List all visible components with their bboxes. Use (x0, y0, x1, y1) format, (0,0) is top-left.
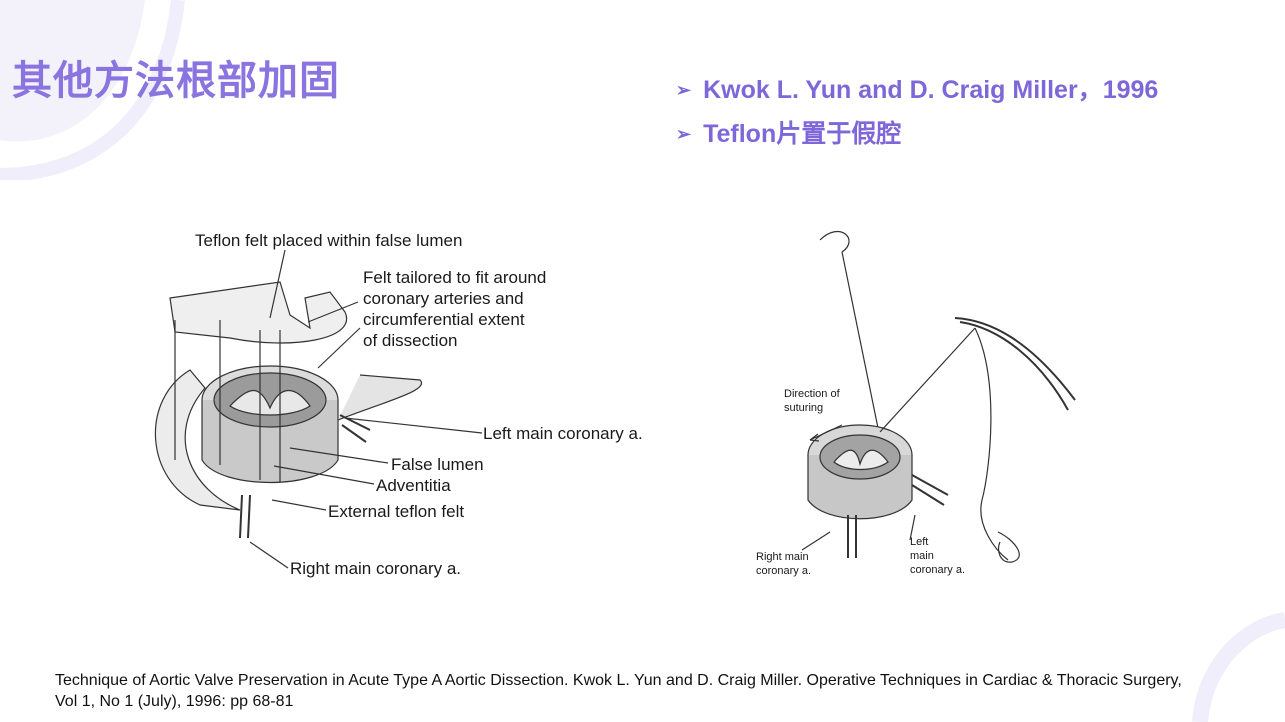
label-felt-tailored-line: Felt tailored to fit around (363, 268, 547, 287)
bullet-text: Teflon片置于假腔 (703, 120, 902, 148)
label-felt-tailored-line: coronary arteries and (363, 289, 524, 308)
page-title: 其他方法根部加固 (12, 58, 340, 104)
citation-line: Vol 1, No 1 (July), 1996: pp 68-81 (55, 693, 294, 710)
label-external-teflon-felt: External teflon felt (328, 502, 465, 521)
bullet-item: ➢ Teflon片置于假腔 (676, 118, 1158, 162)
left-illustration: Teflon felt placed within false lumen Fe… (130, 220, 690, 590)
right-illustration: Direction of suturing Right main coronar… (750, 210, 1090, 590)
label-right-main-coronary: Right main coronary a. (290, 559, 462, 578)
label-left-main-coronary-small: coronary a. (910, 564, 966, 576)
citation-line: Technique of Aortic Valve Preservation i… (55, 672, 1182, 689)
label-left-main-coronary: Left main coronary a. (483, 424, 643, 443)
label-left-main-coronary-small: main (910, 550, 934, 562)
label-felt-tailored-line: of dissection (363, 331, 458, 350)
suturing-drawing (801, 230, 1076, 563)
label-false-lumen: False lumen (391, 455, 484, 474)
aortic-root-felt-drawing (154, 249, 483, 569)
citation: Technique of Aortic Valve Preservation i… (55, 670, 1277, 712)
arrow-bullet-icon: ➢ (676, 124, 692, 144)
label-teflon-felt: Teflon felt placed within false lumen (195, 231, 463, 250)
label-right-main-coronary-small: coronary a. (756, 565, 812, 577)
label-felt-tailored-line: circumferential extent (363, 310, 525, 329)
label-direction-of-suturing: Direction of (784, 388, 840, 400)
bullet-text: Kwok L. Yun and D. Craig Miller，1996 (703, 76, 1159, 104)
label-direction-of-suturing: suturing (784, 402, 824, 414)
label-left-main-coronary-small: Left (910, 536, 929, 548)
arrow-bullet-icon: ➢ (676, 80, 692, 100)
bullet-list: ➢ Kwok L. Yun and D. Craig Miller，1996 ➢ T… (676, 74, 1158, 162)
bullet-item: ➢ Kwok L. Yun and D. Craig Miller，1996 (676, 74, 1158, 118)
label-adventitia: Adventitia (376, 476, 451, 495)
label-right-main-coronary-small: Right main (756, 551, 809, 563)
